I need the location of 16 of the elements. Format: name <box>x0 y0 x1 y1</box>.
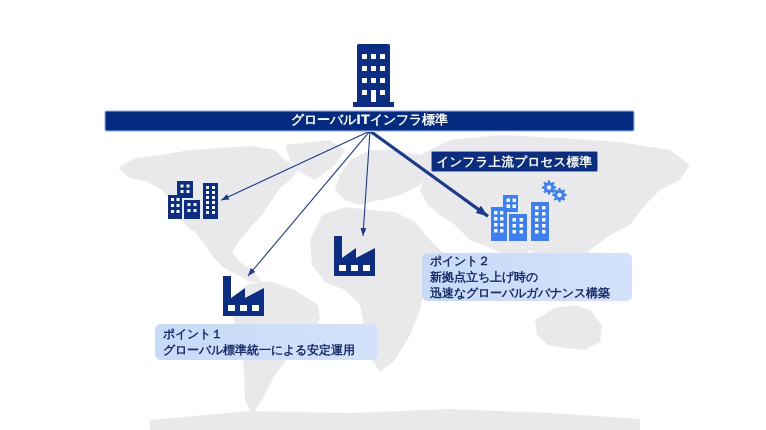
note-box <box>422 253 632 301</box>
factory-icon <box>334 236 375 276</box>
factory-icon <box>223 276 264 316</box>
note-box <box>155 324 378 360</box>
note-heading: ポイント２ <box>430 253 490 269</box>
buildings-gears-icon <box>488 180 567 241</box>
label-box <box>431 151 598 172</box>
note-text: グローバル標準統一による安定運用 <box>163 342 355 358</box>
office-tower-icon <box>353 44 394 107</box>
note-heading: ポイント１ <box>163 326 223 342</box>
arrow <box>248 130 370 276</box>
office-buildings-icon <box>168 181 221 219</box>
banner-bar <box>105 111 634 131</box>
banner-title: グローバルITインフラ標準 <box>291 113 448 129</box>
note-text: 新拠点立ち上げ時の迅速なグローバルガバナンス構築 <box>430 269 610 301</box>
label-text: インフラ上流プロセス標準 <box>436 154 592 170</box>
